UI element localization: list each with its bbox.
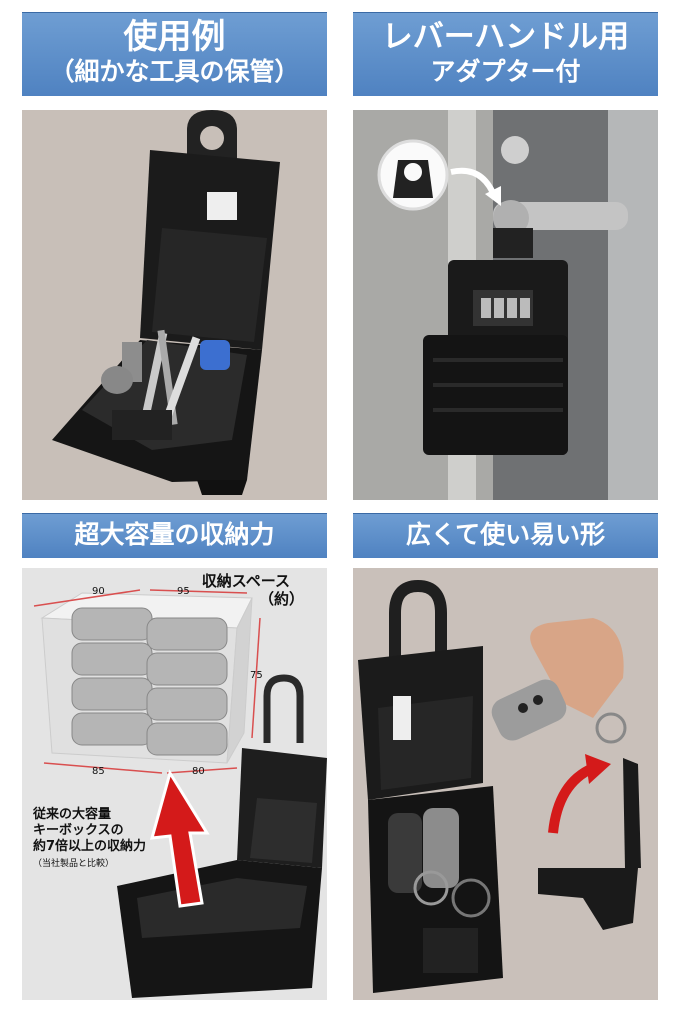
header-large-capacity: 超大容量の収納力 [22, 513, 327, 558]
caption-note: （当社製品と比較） [33, 857, 114, 869]
dim-right: 75 [250, 670, 263, 681]
header-title: 広くて使い易い形 [405, 520, 606, 549]
header-title: 超大容量の収納力 [74, 520, 275, 549]
dim-top-right: 95 [177, 586, 190, 597]
photo-tool-storage [22, 110, 327, 500]
dim-bottom-left: 85 [92, 766, 105, 777]
header-wide-shape: 広くて使い易い形 [353, 513, 658, 558]
caption-line-2: キーボックスの [33, 822, 124, 838]
header-lever-adapter: レバーハンドル用 アダプター付 [353, 12, 658, 96]
caption-line-1: 従来の大容量 [32, 806, 111, 822]
header-subtitle: アダプター付 [430, 57, 581, 86]
photo-open-box-keys [353, 568, 658, 1000]
caption-line-3: 約7倍以上の収納力 [33, 838, 146, 854]
header-title: 使用例 [123, 17, 226, 57]
dim-bottom-right: 80 [192, 766, 205, 777]
space-label-1: 収納スペース [202, 572, 290, 590]
dim-top-left: 90 [92, 586, 105, 597]
header-subtitle: （細かな工具の保管） [49, 57, 300, 86]
header-usage-example: 使用例 （細かな工具の保管） [22, 12, 327, 96]
header-title: レバーハンドル用 [381, 19, 630, 55]
space-label-2: （約） [259, 590, 304, 608]
diagram-storage-space: 収納スペース （約） 90 95 75 85 80 従来の大容量 キーボックスの… [22, 568, 327, 1000]
photo-door-handle [353, 110, 658, 500]
